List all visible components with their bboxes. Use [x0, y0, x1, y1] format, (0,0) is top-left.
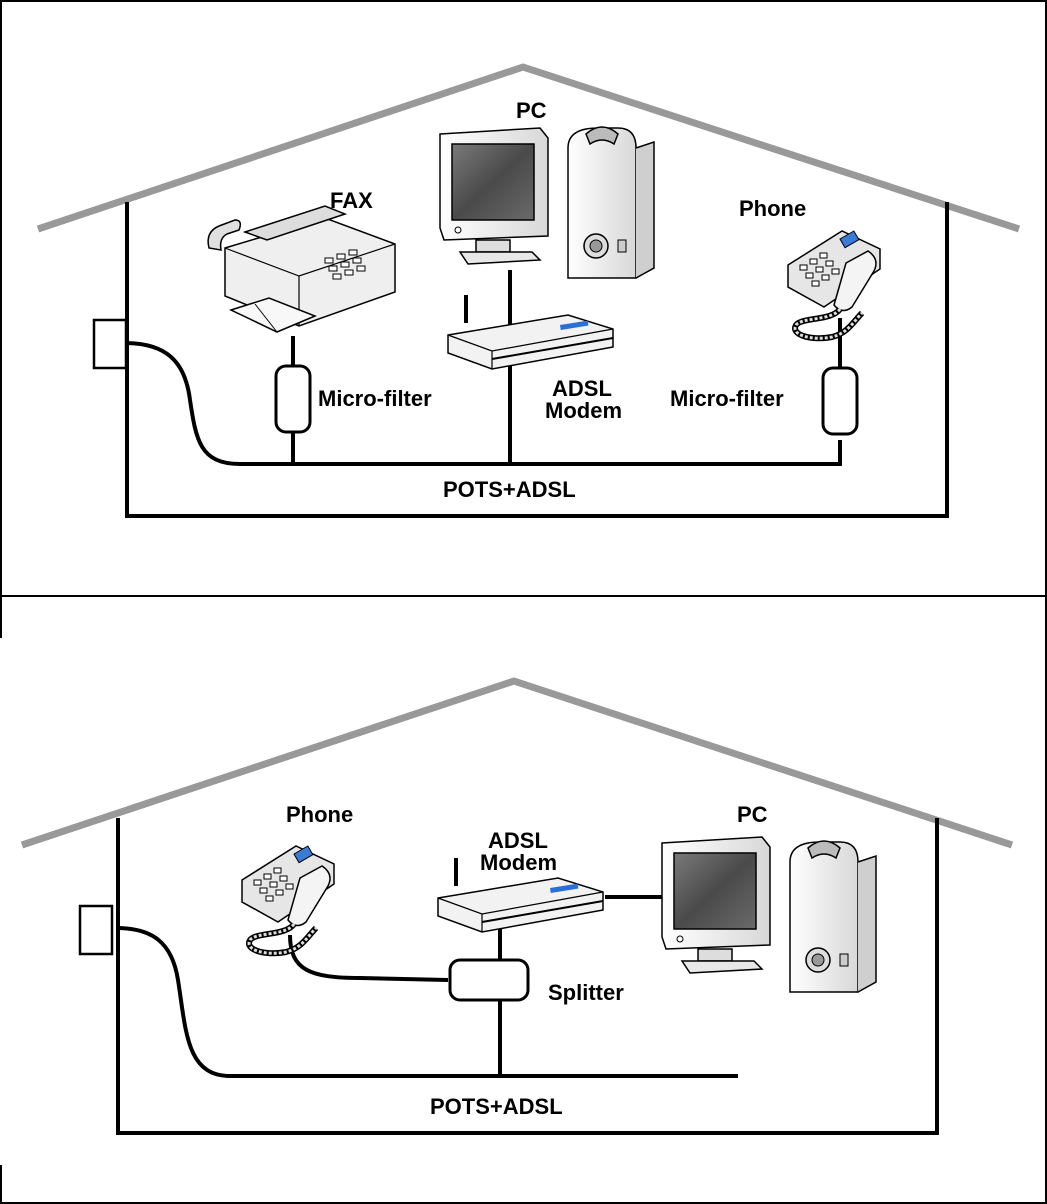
line-label: POTS+ADSL [430, 1094, 563, 1119]
fax-machine-icon [208, 206, 395, 332]
micro-filter-label-left: Micro-filter [318, 386, 432, 411]
phone-label: Phone [286, 802, 353, 827]
diagram-bottom: Phone PC ADSL Modem Splitter POTS+ADSL [22, 681, 1012, 1133]
house-roof [22, 681, 1012, 845]
micro-filter-label-right: Micro-filter [670, 386, 784, 411]
micro-filter-icon [823, 368, 857, 434]
pc-tower-icon [790, 841, 876, 992]
phone-to-splitter-wire [290, 935, 448, 980]
line-cable [116, 928, 738, 1076]
diagram-top: PC FAX Phone Micro-filter Micro-filter A… [38, 67, 1019, 516]
line-label: POTS+ADSL [443, 477, 576, 502]
pc-monitor-icon [440, 128, 548, 264]
modem-label-line2: Modem [480, 850, 557, 875]
splitter-label: Splitter [548, 980, 624, 1005]
pc-label: PC [737, 802, 768, 827]
telephone-icon [788, 231, 880, 338]
adsl-modem-icon [448, 295, 613, 369]
pc-tower-icon [568, 127, 654, 278]
telephone-icon [242, 846, 334, 953]
modem-label-line2: Modem [545, 398, 622, 423]
pc-monitor-icon [662, 837, 770, 973]
phone-label: Phone [739, 196, 806, 221]
wall-jack-icon [80, 906, 112, 954]
micro-filter-icon [276, 366, 310, 432]
splitter-icon [450, 960, 528, 1000]
pc-label: PC [516, 98, 547, 123]
fax-label: FAX [330, 188, 373, 213]
wall-jack-icon [94, 320, 126, 368]
